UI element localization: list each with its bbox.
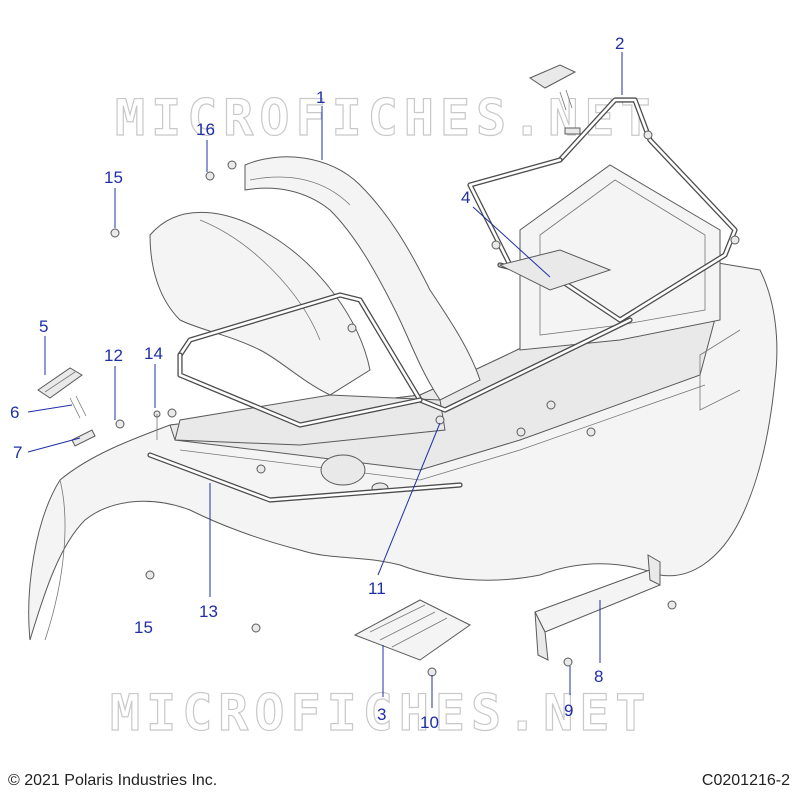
fasteners xyxy=(110,130,740,677)
callout-2: 2 xyxy=(615,34,624,53)
copyright-notice: © 2021 Polaris Industries Inc. xyxy=(8,772,218,789)
callout-13: 13 xyxy=(199,602,218,621)
callout-12: 12 xyxy=(104,346,123,365)
footwell-guard xyxy=(353,599,471,661)
callout-10: 10 xyxy=(420,713,439,732)
callout-11: 11 xyxy=(368,579,386,598)
callout-5: 5 xyxy=(39,317,48,336)
callout-4: 4 xyxy=(461,188,470,207)
callout-16: 16 xyxy=(196,120,215,139)
callout-6: 6 xyxy=(10,403,19,422)
watermark-bottom: MICROFICHES.NET xyxy=(110,684,652,742)
callout-15-upper: 15 xyxy=(104,168,123,187)
storage-cover xyxy=(498,249,612,291)
leader-lines xyxy=(27,52,623,708)
front-rack xyxy=(147,292,633,503)
left-fender-flare xyxy=(149,211,371,396)
callout-labels: 1 2 3 4 5 6 7 8 9 10 11 12 13 14 15 15 1… xyxy=(10,34,624,732)
clip xyxy=(71,429,96,447)
callout-1: 1 xyxy=(316,88,325,107)
callout-9: 9 xyxy=(564,701,573,720)
latch-pins xyxy=(69,395,87,419)
rear-latch xyxy=(528,64,581,135)
callout-14: 14 xyxy=(144,344,163,363)
fender-panel xyxy=(244,156,481,401)
callout-8: 8 xyxy=(594,667,603,686)
callout-3: 3 xyxy=(377,705,386,724)
figure-id: C0201216-2 xyxy=(701,772,790,789)
mounting-bracket xyxy=(534,554,661,661)
latch-handle xyxy=(37,367,83,399)
callout-7: 7 xyxy=(13,443,22,462)
callout-15-lower: 15 xyxy=(134,618,153,637)
